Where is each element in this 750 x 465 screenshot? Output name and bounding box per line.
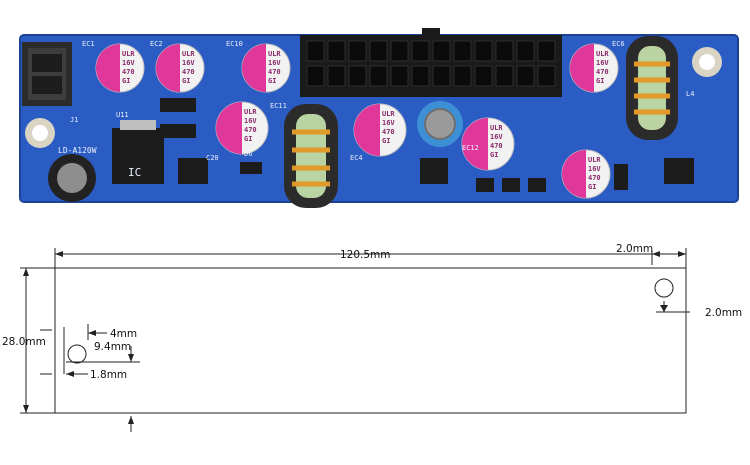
capacitor-marking: 470: [122, 68, 135, 76]
capacitor-marking: 470: [596, 68, 609, 76]
capacitor-marking: 16V: [382, 119, 395, 127]
capacitor-marking: 16V: [182, 59, 195, 67]
inductor-right: [626, 36, 678, 140]
label-left-hole-y: 9.4mm: [94, 341, 131, 353]
board-photo: J1 ULR16V470GIULR16V470GIULR16V470GIULR1…: [19, 28, 739, 208]
label-u11: U11: [116, 111, 129, 119]
capacitor-marking: ULR: [588, 156, 601, 164]
dimension-drawing: 120.5mm 28.0mm 2.0mm 2.0mm 4mm 9.4mm 1.8…: [2, 243, 742, 432]
smd-ic-3: [664, 158, 694, 184]
smd-part-2: [160, 124, 196, 138]
capacitor-marking: 470: [490, 142, 503, 150]
connector-j1: [22, 42, 72, 106]
capacitor-marking: ULR: [382, 110, 395, 118]
label-l4: L4: [686, 90, 694, 98]
capacitor-marking: 470: [382, 128, 395, 136]
capacitor-marking: 16V: [490, 133, 503, 141]
capacitor-marking: GI: [490, 151, 498, 159]
capacitor-marking: ULR: [244, 108, 257, 116]
label-ec12: EC12: [462, 144, 479, 152]
label-ec2: EC2: [150, 40, 163, 48]
label-top-right-offset: 2.0mm: [616, 243, 653, 255]
smd-ic-1: [178, 158, 208, 184]
label-model: LD-A120W: [58, 146, 97, 155]
label-left-hole-x: 4mm: [110, 328, 137, 340]
capacitor-marking: 470: [182, 68, 195, 76]
capacitor-marking: GI: [244, 135, 252, 143]
mounting-hole-right: [692, 47, 722, 77]
label-right-offset: 2.0mm: [705, 307, 742, 319]
label-left-hole-dia: 1.8mm: [90, 369, 127, 381]
capacitor-marking: ULR: [268, 50, 281, 58]
capacitor-marking: 16V: [596, 59, 609, 67]
capacitor-marking: ULR: [490, 124, 503, 132]
capacitor-marking: ULR: [122, 50, 135, 58]
capacitor-marking: 470: [268, 68, 281, 76]
smd-part-6: [528, 178, 546, 192]
capacitor-marking: 470: [588, 174, 601, 182]
inductor-left: [284, 104, 338, 208]
label-ec4: EC4: [350, 154, 363, 162]
capacitor-marking: 16V: [122, 59, 135, 67]
capacitor-marking: GI: [596, 77, 604, 85]
capacitor-marking: GI: [122, 77, 130, 85]
label-j1: J1: [70, 116, 78, 124]
smd-ic-2: [420, 158, 448, 184]
smd-part-1: [160, 98, 196, 112]
capacitor-marking: ULR: [596, 50, 609, 58]
board-outline: [54, 267, 687, 414]
label-ec6: EC6: [612, 40, 625, 48]
capacitor-blue: [417, 101, 463, 147]
label-d6: D6: [244, 150, 252, 158]
label-ec1: EC1: [82, 40, 95, 48]
capacitor-marking: 470: [244, 126, 257, 134]
capacitor-marking: GI: [268, 77, 276, 85]
label-height: 28.0mm: [2, 336, 46, 348]
label-ec10: EC10: [226, 40, 243, 48]
label-width: 120.5mm: [340, 249, 391, 261]
capacitor-marking: ULR: [182, 50, 195, 58]
capacitor-marking: 16V: [588, 165, 601, 173]
capacitor-marking: GI: [182, 77, 190, 85]
mounting-hole-left: [25, 118, 55, 148]
smd-part-4: [476, 178, 494, 192]
label-c20: C20: [206, 154, 219, 162]
hole-right: [654, 278, 674, 298]
capacitor-marking: GI: [588, 183, 596, 191]
ic-u11: IC: [112, 120, 164, 184]
svg-text:IC: IC: [128, 166, 141, 179]
atx-24pin-connector: [300, 28, 562, 97]
capacitor-marking: 16V: [244, 117, 257, 125]
capacitor-dark: [48, 154, 96, 202]
smd-part-5: [502, 178, 520, 192]
smd-part-3: [240, 162, 262, 174]
hole-left: [67, 344, 87, 364]
capacitor-marking: 16V: [268, 59, 281, 67]
capacitor-marking: GI: [382, 137, 390, 145]
label-ec11: EC11: [270, 102, 287, 110]
smd-part-7: [614, 164, 628, 190]
